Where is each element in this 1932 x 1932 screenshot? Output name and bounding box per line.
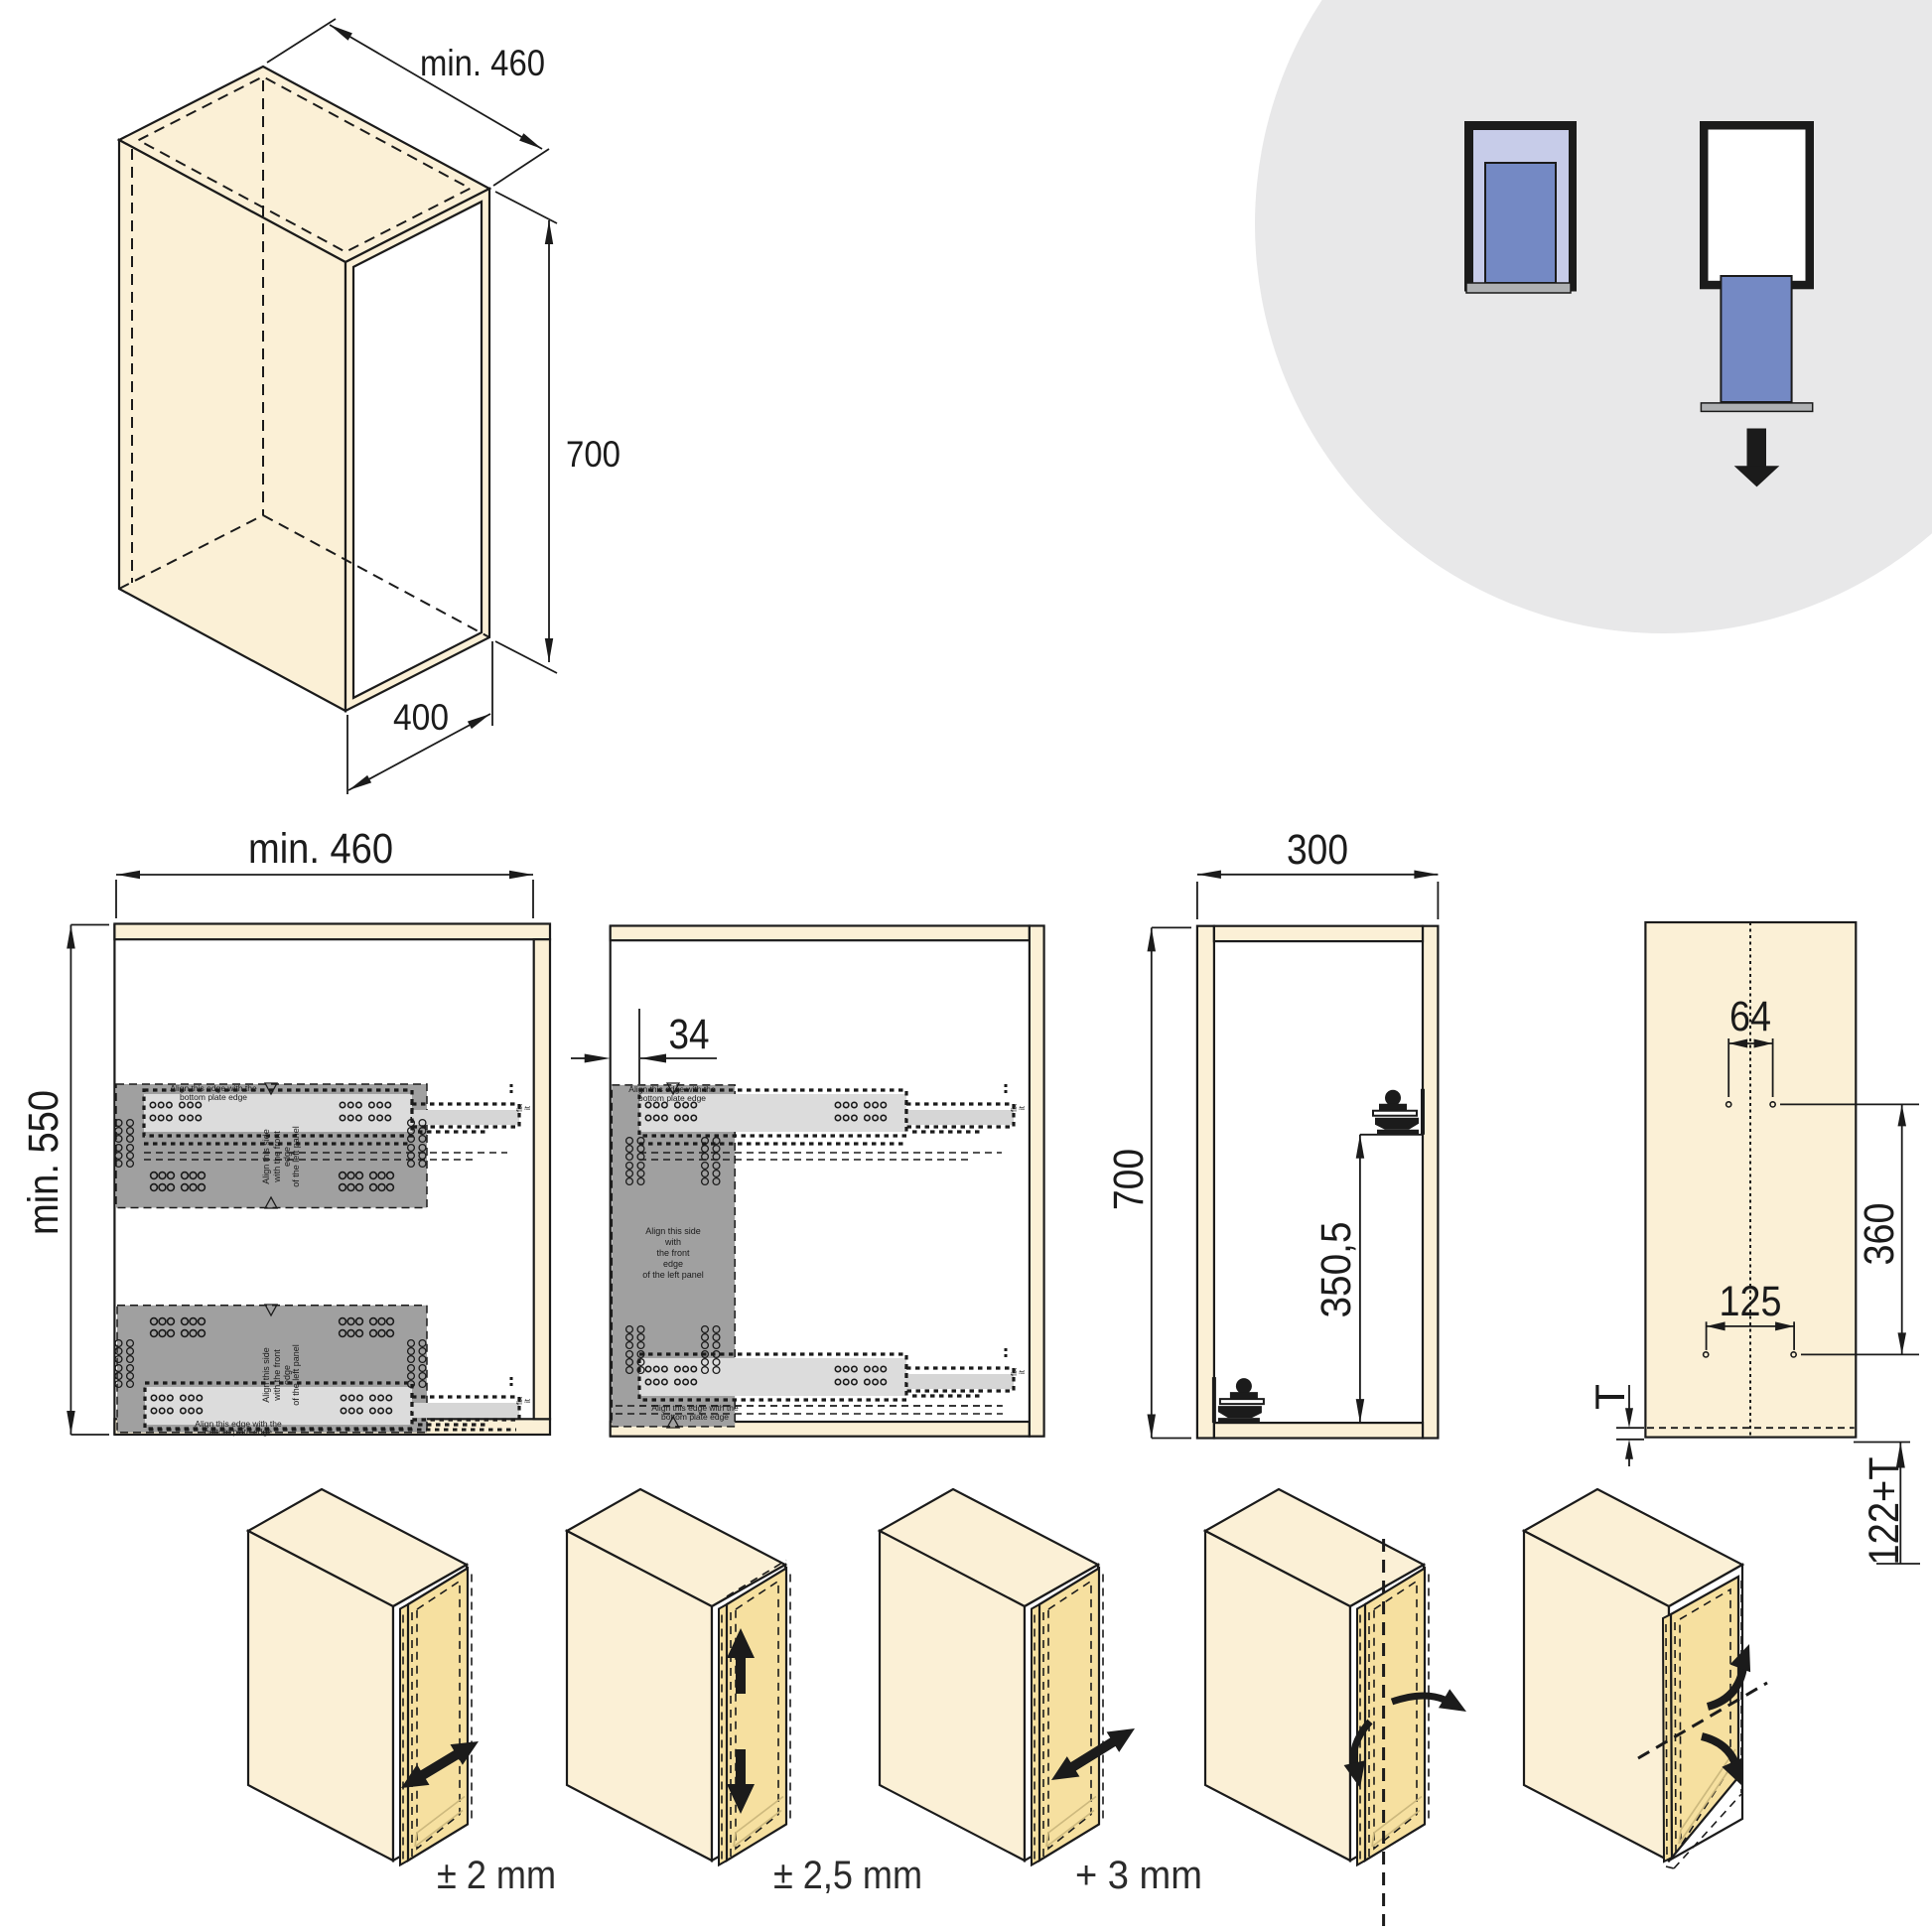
svg-text:bottom plate edge: bottom plate edge (661, 1412, 729, 1422)
svg-text:Align this edge with the: Align this edge with the (628, 1084, 716, 1094)
svg-text:fix: fix (515, 1397, 524, 1405)
svg-text:Align this edge with the: Align this edge with the (170, 1083, 257, 1093)
svg-text:it: it (1018, 1105, 1027, 1110)
svg-text:min. 460: min. 460 (248, 825, 393, 873)
svg-text:360: 360 (1856, 1203, 1903, 1266)
svg-text:122+T: 122+T (1861, 1457, 1908, 1566)
svg-text:64: 64 (1729, 993, 1771, 1040)
svg-text:min. 460: min. 460 (420, 43, 545, 83)
svg-text:350,5: 350,5 (1312, 1222, 1360, 1318)
svg-text:700: 700 (1105, 1149, 1153, 1210)
svg-text:fix: fix (515, 1104, 524, 1112)
svg-text:it: it (523, 1105, 532, 1110)
svg-text:with: with (664, 1237, 681, 1247)
svg-text:+ 3 mm: + 3 mm (1075, 1854, 1202, 1897)
svg-text:Align this side: Align this side (261, 1347, 271, 1403)
svg-text:fix: fix (1010, 1368, 1019, 1376)
svg-text:300: 300 (1287, 826, 1348, 874)
svg-text:edge: edge (282, 1147, 292, 1167)
svg-text:edge: edge (663, 1259, 683, 1269)
svg-text:bottom plate edge: bottom plate edge (205, 1427, 272, 1437)
svg-text:700: 700 (566, 434, 621, 475)
svg-text:of the left panel: of the left panel (291, 1344, 301, 1406)
svg-text:Align this side: Align this side (645, 1226, 701, 1236)
svg-text:it: it (523, 1398, 532, 1403)
svg-text:bottom plate edge: bottom plate edge (180, 1092, 247, 1102)
svg-text:it: it (1018, 1369, 1027, 1374)
svg-text:Align this edge with the: Align this edge with the (651, 1403, 739, 1413)
svg-text:with the front: with the front (272, 1349, 282, 1402)
svg-text:with the front: with the front (272, 1131, 282, 1183)
svg-text:125: 125 (1720, 1278, 1782, 1325)
svg-text:of the left panel: of the left panel (291, 1126, 301, 1187)
svg-text:min. 550: min. 550 (20, 1090, 68, 1235)
svg-text:± 2 mm: ± 2 mm (437, 1854, 556, 1897)
svg-text:bottom plate edge: bottom plate edge (638, 1093, 706, 1103)
svg-text:edge: edge (282, 1365, 292, 1385)
svg-text:400: 400 (393, 697, 449, 738)
svg-text:of the left panel: of the left panel (642, 1270, 704, 1280)
svg-text:fix: fix (1010, 1104, 1019, 1112)
svg-text:T: T (1587, 1384, 1633, 1410)
svg-text:the front: the front (656, 1248, 690, 1258)
svg-text:34: 34 (669, 1011, 710, 1058)
svg-text:Align this edge with the: Align this edge with the (195, 1419, 282, 1429)
svg-text:Align this side: Align this side (261, 1129, 271, 1184)
svg-text:± 2,5 mm: ± 2,5 mm (773, 1854, 922, 1897)
